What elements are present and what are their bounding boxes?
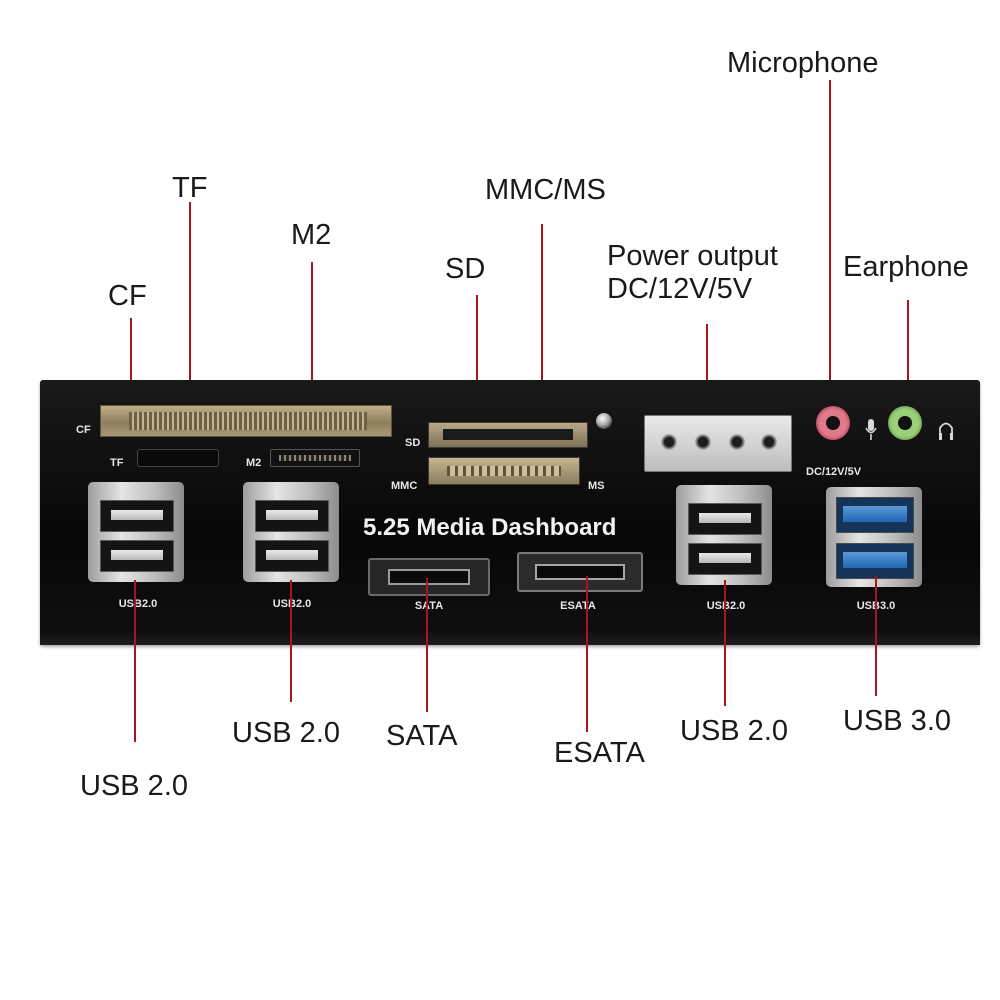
activity-led [596, 413, 612, 429]
leader-usb30 [875, 576, 877, 696]
panel-title: 5.25 Media Dashboard [363, 514, 617, 541]
callout-sata: SATA [386, 720, 458, 752]
label-sata: SATA [414, 600, 444, 612]
leader-usb20-a [134, 580, 136, 742]
tf-card-slot[interactable] [137, 449, 219, 467]
callout-power-output: Power output DC/12V/5V [607, 240, 778, 307]
usb2-port-pair-3[interactable] [676, 485, 772, 585]
label-usb20-2: USB2.0 [272, 598, 312, 610]
sd-card-slot[interactable] [428, 422, 588, 448]
callout-power-output-line2: DC/12V/5V [607, 273, 753, 306]
usb2-port[interactable] [688, 543, 762, 575]
leader-sata [426, 578, 428, 712]
callout-cf: CF [108, 280, 147, 312]
label-ms: MS [588, 480, 605, 492]
power-pin-4 [761, 434, 777, 450]
usb2-port[interactable] [100, 500, 174, 532]
microphone-jack[interactable] [816, 406, 850, 440]
callout-sd: SD [445, 253, 486, 285]
usb2-port-pair-1[interactable] [88, 482, 184, 582]
usb3-port[interactable] [836, 497, 914, 533]
callout-usb20-c: USB 2.0 [680, 715, 788, 747]
callout-earphone: Earphone [843, 251, 969, 283]
label-dc: DC/12V/5V [806, 466, 862, 478]
leader-tf [189, 202, 191, 458]
power-pin-2 [695, 434, 711, 450]
leader-sd [476, 295, 478, 428]
microphone-icon [864, 418, 878, 446]
leader-earphone [907, 300, 909, 396]
label-m2: M2 [246, 457, 262, 469]
leader-usb20-c [724, 580, 726, 706]
usb2-port[interactable] [688, 503, 762, 535]
earphone-jack[interactable] [888, 406, 922, 440]
leader-power-output [706, 324, 708, 416]
esata-port[interactable] [517, 552, 643, 592]
mmc-ms-card-slot[interactable] [428, 457, 580, 485]
label-esata: ESATA [560, 600, 596, 612]
usb3-port-pair[interactable] [826, 487, 922, 587]
callout-mmc-ms: MMC/MS [485, 174, 606, 206]
m2-card-slot[interactable] [270, 449, 360, 467]
usb2-port-pair-2[interactable] [243, 482, 339, 582]
label-tf: TF [110, 457, 124, 469]
label-usb20-3: USB2.0 [706, 600, 746, 612]
callout-usb20-a: USB 2.0 [80, 770, 188, 802]
callout-tf: TF [172, 172, 208, 204]
label-cf: CF [76, 424, 91, 436]
leader-esata [586, 576, 588, 732]
callout-m2: M2 [291, 219, 332, 251]
label-sd: SD [405, 437, 421, 449]
leader-cf [130, 318, 132, 426]
leader-mmc-ms [541, 224, 543, 464]
usb2-port[interactable] [255, 500, 329, 532]
callout-usb20-b: USB 2.0 [232, 717, 340, 749]
leader-usb20-b [290, 580, 292, 702]
callout-esata: ESATA [554, 737, 645, 769]
power-output-connector[interactable] [644, 415, 792, 472]
callout-usb30: USB 3.0 [843, 705, 951, 737]
power-pin-3 [729, 434, 745, 450]
usb2-port[interactable] [255, 540, 329, 572]
leader-microphone [829, 80, 831, 396]
leader-m2 [311, 262, 313, 458]
label-mmc: MMC [391, 480, 418, 492]
callout-power-output-line1: Power output [607, 240, 778, 272]
power-pin-1 [661, 434, 677, 450]
label-usb20-1: USB2.0 [118, 598, 158, 610]
cf-card-slot[interactable] [100, 405, 392, 437]
panel-bottom-edge [40, 630, 980, 645]
usb3-port[interactable] [836, 543, 914, 579]
callout-microphone: Microphone [727, 47, 879, 79]
usb2-port[interactable] [100, 540, 174, 572]
headphones-icon [938, 418, 954, 446]
sata-port[interactable] [368, 558, 490, 596]
